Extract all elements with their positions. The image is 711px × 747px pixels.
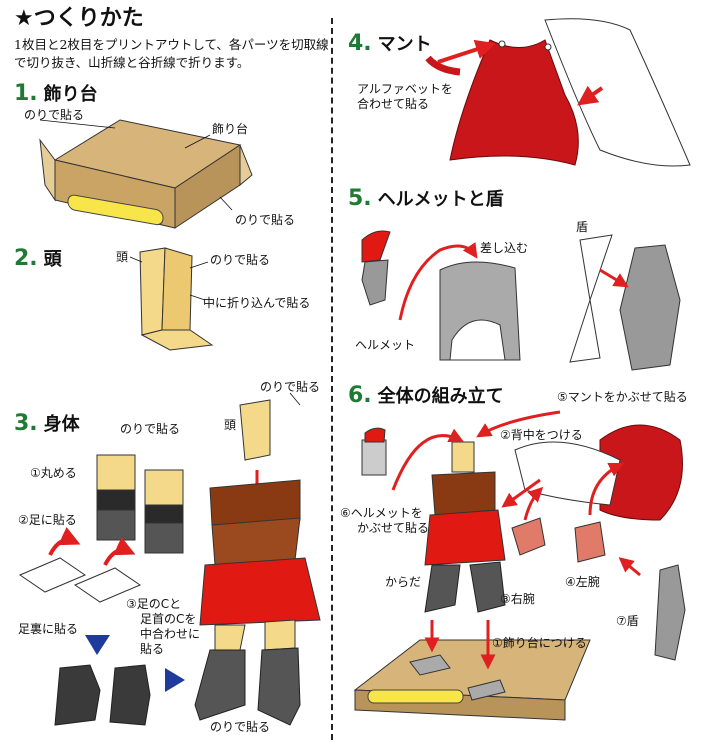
intro-text: 1枚目と2枚目をプリントアウトして、各パーツを切取線で切り抜き、山折線と谷折線で… [14,37,329,71]
step-4-label: マント [377,34,432,55]
step6-base-label: ①飾り台につける [492,636,587,650]
step3-sole-label: 足裏に貼る [18,622,79,636]
step-2-label: 頭 [43,249,62,270]
step-5-heading: 5.ヘルメットと盾 [348,185,504,211]
page-title: ★つくりかた [14,6,144,31]
step-4-heading: 4.マント [348,30,432,56]
step3-glue-bottom-label: のりで貼る [210,720,271,734]
step-6-number: 6. [348,383,372,408]
step-1-number: 1. [14,81,38,106]
step3-head-label: 頭 [224,418,237,432]
step6-shield-label: ⑦盾 [616,614,639,628]
step-1-heading: 1.飾り台 [14,80,98,106]
step2-head-label: 頭 [116,250,129,264]
legs-illustration [18,454,185,726]
step3-c-match-label-4: 貼る [140,642,165,656]
step3-attach-legs-label: ②足に貼る [18,513,77,527]
step1-glue-right-label: のりで貼る [235,213,296,227]
step-2-number: 2. [14,246,38,271]
step6-helmet-label-1: ⑥ヘルメットを [340,506,423,520]
step-6-heading: 6.全体の組み立て [348,382,504,408]
helmet-shield-illustration [361,230,681,371]
step6-body-label: からだ [385,575,422,589]
step-5-number: 5. [348,186,372,211]
step6-back-label: ②背中をつける [500,428,583,442]
step-3-heading: 3.身体 [14,410,80,436]
step3-glue-mid-label: のりで貼る [120,422,181,436]
step1-base-label: 飾り台 [212,122,249,136]
step-4-number: 4. [348,31,372,56]
step2-fold-in-label: 中に折り込んで貼る [203,296,311,310]
step4-align-label-2: 合わせて貼る [357,97,430,111]
step3-c-match-label-1: ③足のCと [126,597,182,611]
base-box-illustration [39,119,253,229]
step6-cape-label: ⑤マントをかぶせて貼る [557,390,688,404]
head-illustration [129,247,214,351]
step2-glue-label: のりで貼る [210,253,271,267]
column-divider [331,18,333,740]
step3-c-match-label-3: 中合わせに [140,627,201,641]
step3-roll-label: ①丸める [30,466,77,480]
step-1-label: 飾り台 [43,84,98,105]
step4-align-label-1: アルファベットを [357,82,453,96]
step-6-label: 全体の組み立て [377,386,504,407]
step5-helmet-label: ヘルメット [355,338,416,352]
step3-glue-top-label: のりで貼る [260,380,321,394]
step6-right-arm-label: ③右腕 [500,592,535,606]
step1-glue-left-label: のりで貼る [24,108,85,122]
step-2-heading: 2.頭 [14,245,62,271]
assembly-illustration [353,410,686,721]
step6-left-arm-label: ④左腕 [565,575,600,589]
step3-c-match-label-2: 足首のCを [140,612,197,626]
step-3-number: 3. [14,411,38,436]
step5-shield-label: 盾 [576,220,589,234]
body-illustration [194,392,321,726]
step-5-label: ヘルメットと盾 [377,189,504,210]
step6-helmet-label-2: かぶせて貼る [357,521,430,535]
cape-illustration [425,18,691,167]
step-3-label: 身体 [43,414,80,435]
step5-insert-label: 差し込む [480,241,529,255]
